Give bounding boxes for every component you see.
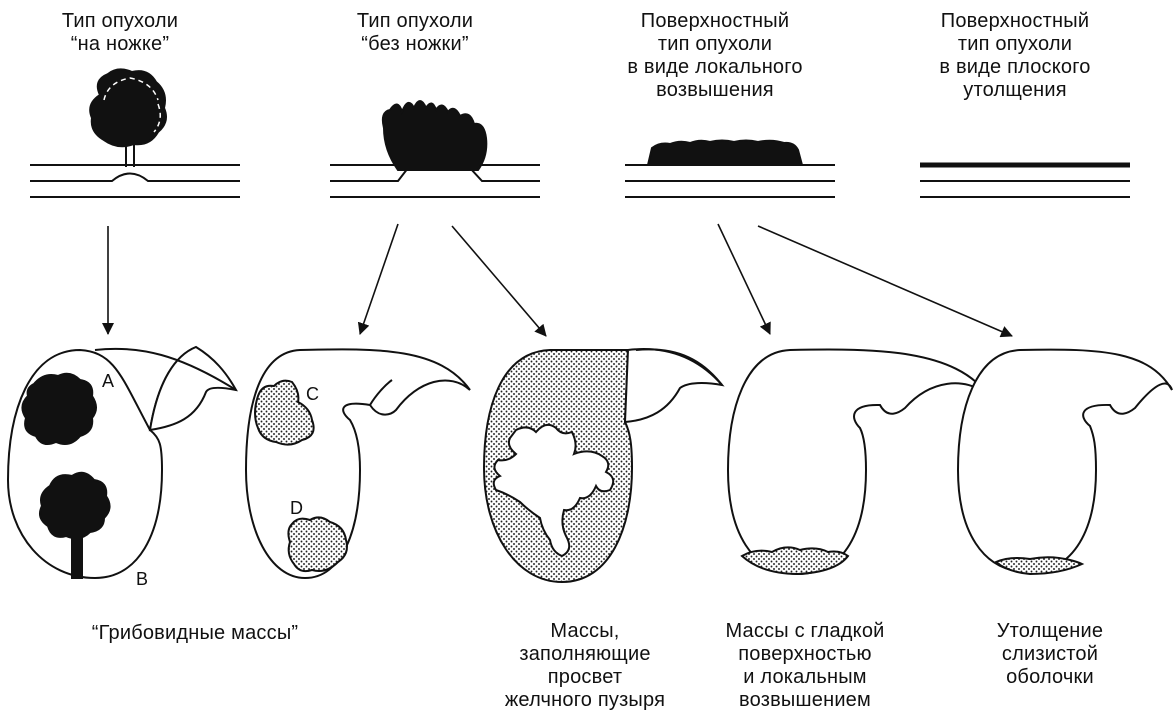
gallbladder-sessile [246,349,470,578]
sessile-schematic [330,101,540,197]
mass-a [22,374,96,444]
mass-d [288,517,347,571]
gallbladder-smooth-elevated [728,350,988,574]
marker-c: C [306,384,319,404]
marker-d: D [290,498,303,518]
arrow-sessile-to-filling [452,226,546,336]
superficial-elevated-schematic [625,141,835,198]
pedunculated-schematic [30,69,240,197]
arrows [108,224,1012,336]
arrow-elevated-to-smooth [718,224,770,334]
arrow-sessile-to-cd [360,224,398,334]
mucosa-thickening [996,557,1082,574]
caption-fungoid-masses: “Грибовидные массы” [40,622,350,645]
caption-mucosal-thickening: Утолщение слизистой оболочки [960,620,1140,689]
caption-smooth-elevated-masses: Массы с гладкой поверхностью и локальным… [695,620,915,712]
marker-a: A [102,371,114,391]
caption-lumen-filling-masses: Массы, заполняющие просвет желчного пузы… [470,620,700,712]
arrow-elevated-to-thickening [758,226,1012,336]
gallbladder-mucosal-thickening [958,350,1172,574]
superficial-flat-schematic [920,165,1130,197]
gallbladder-lumen-filling [484,349,722,582]
mass-smooth-elevated [742,547,848,574]
marker-b: B [136,569,148,589]
gallbladder-fungoid [8,347,236,578]
